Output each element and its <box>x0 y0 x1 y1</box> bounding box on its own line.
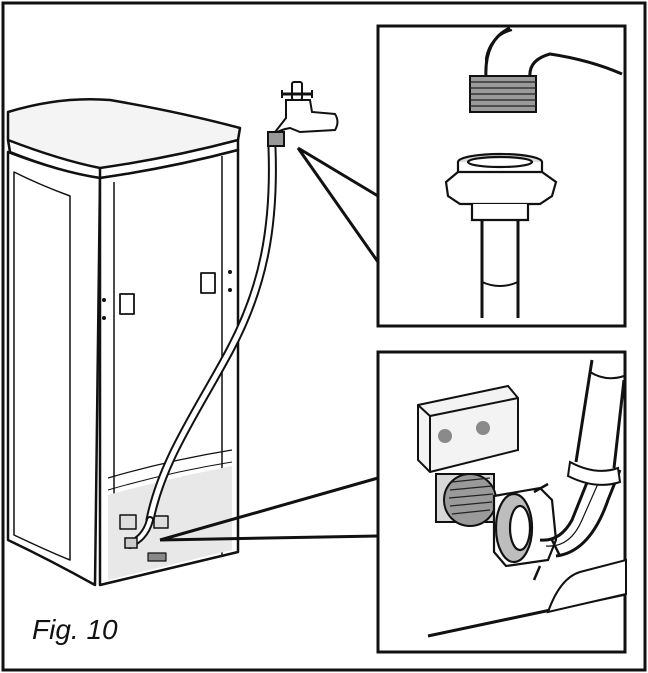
hose-elbow <box>539 469 622 558</box>
detail-panel-tap-connection <box>376 24 627 328</box>
detail-panel-valve-connection <box>376 350 627 654</box>
inlet-valve <box>119 514 137 530</box>
washing-machine <box>6 97 242 587</box>
tap-thread-icon <box>469 75 537 113</box>
callout-pointer-bottom <box>159 476 379 542</box>
machine-side <box>6 150 102 587</box>
water-tap <box>267 81 339 147</box>
hose-nut-icon <box>444 152 558 222</box>
machine-top <box>6 97 242 170</box>
figure-caption: Fig. 10 <box>32 614 118 645</box>
inlet-valve-thread-icon <box>435 473 497 527</box>
valve-bracket-icon <box>417 384 519 474</box>
callout-pointer-top <box>296 146 380 263</box>
inlet-hose <box>124 143 277 549</box>
transport-bracket-right <box>200 272 216 294</box>
hose-coupling-icon <box>492 482 562 581</box>
transport-bracket-left <box>119 293 135 315</box>
